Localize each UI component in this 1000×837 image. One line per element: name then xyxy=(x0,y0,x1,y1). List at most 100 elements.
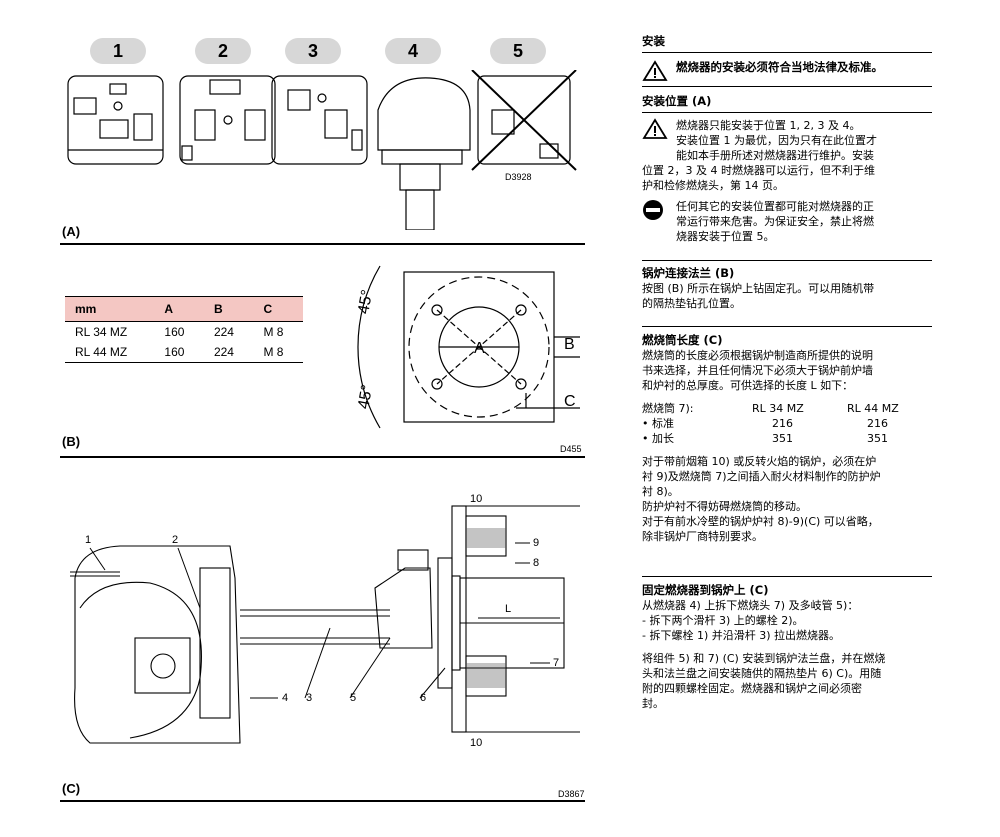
length-cell: • 标准 xyxy=(642,417,674,430)
position-warning-line: 燃烧器只能安装于位置 1, 2, 3 及 4。 xyxy=(676,119,861,132)
table-header-mm: mm xyxy=(65,296,155,322)
tube-title: 燃烧筒长度 (C) xyxy=(642,333,723,347)
label-c: C xyxy=(564,393,576,410)
callout-2: 2 xyxy=(172,534,178,546)
text-line: 护和检修燃烧头，第 14 页。 xyxy=(642,179,784,192)
figure-a-label: (A) xyxy=(62,224,81,239)
length-cell: • 加长 xyxy=(642,432,674,445)
fix-section: 固定燃烧器到锅炉上 (C) 从燃烧器 4) 上拆下燃烧头 7) 及多岐管 5)：… xyxy=(642,583,932,711)
figure-c-code: D3867 xyxy=(558,789,585,799)
text-line: 对于带前烟箱 10) 或反转火焰的锅炉，必须在炉 xyxy=(642,455,877,468)
text-line: 除非锅炉厂商特别要求。 xyxy=(642,530,763,543)
length-header: RL 34 MZ xyxy=(752,402,804,415)
position-badge-3: 3 xyxy=(285,38,341,64)
position-badge-1: 1 xyxy=(90,38,146,64)
no-entry-icon xyxy=(643,200,663,220)
flange-dimension-table: mm A B C RL 34 MZ 160 224 M 8 RL 44 MZ 1… xyxy=(65,296,303,363)
length-cell: 351 xyxy=(772,432,793,445)
install-warning: 燃烧器的安装必须符合当地法律及标准。 xyxy=(642,60,932,82)
callout-8: 8 xyxy=(533,557,539,569)
text-line: 和炉衬的总厚度。可供选择的长度 L 如下： xyxy=(642,379,854,392)
danger-line: 烧器安装于位置 5。 xyxy=(676,230,775,243)
text-line: 附的四颗螺栓固定。燃烧器和锅炉之间必须密 xyxy=(642,682,862,695)
length-header: 燃烧筒 7): xyxy=(642,402,694,415)
text-line: 封。 xyxy=(642,697,664,710)
table-header-a: A xyxy=(154,296,204,322)
position-section: 安装位置 (A) xyxy=(642,94,932,109)
figure-c-label: (C) xyxy=(62,781,81,796)
burner-positions-drawing xyxy=(67,70,577,230)
callout-10-bottom: 10 xyxy=(470,737,482,749)
text-line: 位置 2，3 及 4 时燃烧器可以运行，但不利于维 xyxy=(642,164,875,177)
position-badge-2: 2 xyxy=(195,38,251,64)
danger-line: 任何其它的安装位置都可能对燃烧器的正 xyxy=(676,200,874,213)
figure-b-code: D455 xyxy=(560,444,582,454)
length-cell: 351 xyxy=(867,432,888,445)
callout-5: 5 xyxy=(350,692,356,704)
rule xyxy=(642,52,932,53)
text-line: 从燃烧器 4) 上拆下燃烧头 7) 及多岐管 5)： xyxy=(642,599,859,612)
figure-c-divider xyxy=(60,800,585,802)
position-badge-5: 5 xyxy=(490,38,546,64)
table-header-b: B xyxy=(203,296,254,322)
callout-10-top: 10 xyxy=(470,493,482,505)
position-badge-4: 4 xyxy=(385,38,441,64)
table-cell: 224 xyxy=(203,342,254,363)
text-line: - 拆下螺栓 1) 并沿滑杆 3) 拉出燃烧器。 xyxy=(642,629,841,642)
text-line: 的隔热垫钻孔位置。 xyxy=(642,297,741,310)
rule xyxy=(642,112,932,113)
warning-triangle-icon xyxy=(642,118,668,139)
table-cell: M 8 xyxy=(263,325,284,339)
figure-b-divider xyxy=(60,456,585,458)
flange-section: 锅炉连接法兰 (B) 按图 (B) 所示在锅炉上钻固定孔。可以用随机带 的隔热垫… xyxy=(642,266,932,311)
callout-3: 3 xyxy=(306,692,312,704)
callout-1: 1 xyxy=(85,534,91,546)
angle-bottom-label: 45° xyxy=(355,383,376,410)
callout-6: 6 xyxy=(420,692,426,704)
position-warning-line: 安装位置 1 为最优，因为只有在此位置才 xyxy=(676,134,877,147)
table-row: RL 34 MZ 160 224 M 8 xyxy=(65,322,303,343)
length-cell: 216 xyxy=(772,417,793,430)
danger-line: 常运行带来危害。为保证安全，禁止将燃 xyxy=(676,215,874,228)
rule xyxy=(642,86,932,87)
fix-title: 固定燃烧器到锅炉上 (C) xyxy=(642,583,769,597)
length-table: 燃烧筒 7): RL 34 MZ RL 44 MZ • 标准 216 216 •… xyxy=(642,401,932,446)
figure-a-divider xyxy=(60,243,585,245)
position-warning-line: 能如本手册所述对燃烧器进行维护。安装 xyxy=(676,149,874,162)
callout-7: 7 xyxy=(553,657,559,669)
table-cell: 224 xyxy=(213,325,234,339)
tube-section: 燃烧筒长度 (C) 燃烧筒的长度必须根据锅炉制造商所提供的说明 书来选择，并且任… xyxy=(642,333,932,544)
text-line: 头和法兰盘之间安装随供的隔热垫片 6) C)。用随 xyxy=(642,667,882,680)
rule xyxy=(642,326,932,327)
text-line: - 拆下两个滑杆 3) 上的螺栓 2)。 xyxy=(642,614,804,627)
position-paragraph: 位置 2，3 及 4 时燃烧器可以运行，但不利于维 护和检修燃烧头，第 14 页… xyxy=(642,163,932,193)
table-cell: 160 xyxy=(164,325,185,339)
text-line: 对于有前水冷壁的锅炉炉衬 8)-9)(C) 可以省略， xyxy=(642,515,879,528)
text-line: 衬 9)及燃烧筒 7)之间插入耐火材料制作的防护炉 xyxy=(642,470,881,483)
text-line: 衬 8)。 xyxy=(642,485,679,498)
install-warning-text: 燃烧器的安装必须符合当地法律及标准。 xyxy=(676,60,883,74)
table-cell: 160 xyxy=(154,342,204,363)
callout-9: 9 xyxy=(533,537,539,549)
table-row: RL 44 MZ 160 224 M 8 xyxy=(65,342,303,363)
table-cell: RL 34 MZ xyxy=(75,325,128,339)
table-header-c: C xyxy=(253,296,303,322)
table-cell: M 8 xyxy=(253,342,303,363)
position-warning: 燃烧器只能安装于位置 1, 2, 3 及 4。 安装位置 1 为最优，因为只有在… xyxy=(642,118,932,163)
text-line: 按图 (B) 所示在锅炉上钻固定孔。可以用随机带 xyxy=(642,282,875,295)
rule xyxy=(642,576,932,577)
rule xyxy=(642,260,932,261)
position-danger: 任何其它的安装位置都可能对燃烧器的正 常运行带来危害。为保证安全，禁止将燃 烧器… xyxy=(642,199,932,244)
text-line: 将组件 5) 和 7) (C) 安装到锅炉法兰盘，并在燃烧 xyxy=(642,652,886,665)
burner-mounting-drawing: 1 2 4 3 5 6 10 9 8 L 7 10 xyxy=(70,493,580,749)
install-section: 安装 xyxy=(642,34,932,49)
text-line: 防护炉衬不得妨碍燃烧筒的移动。 xyxy=(642,500,807,513)
label-b: B xyxy=(564,336,575,353)
label-a: A xyxy=(474,340,485,357)
flange-title: 锅炉连接法兰 (B) xyxy=(642,266,735,280)
length-header: RL 44 MZ xyxy=(847,402,899,415)
figure-b-label: (B) xyxy=(62,434,81,449)
position-title: 安装位置 (A) xyxy=(642,94,712,108)
figure-a-code: D3928 xyxy=(505,172,532,182)
warning-triangle-icon xyxy=(642,60,668,81)
